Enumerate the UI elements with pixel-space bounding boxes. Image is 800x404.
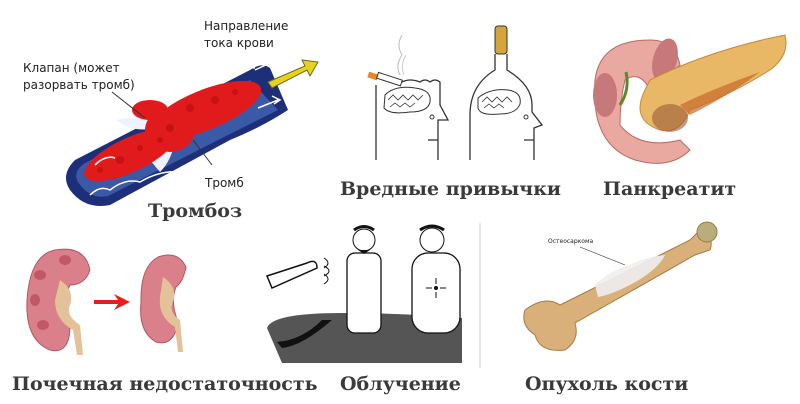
- kidney-failure-title: Почечная недостаточность: [12, 373, 318, 395]
- red-arrow-icon: [94, 294, 130, 310]
- pancreas-illustration: [593, 34, 787, 164]
- valve-label: Клапан (может разорвать тромб): [23, 61, 135, 92]
- bottle-head-icon: [469, 25, 544, 160]
- vein-thrombus-illustration: [66, 57, 319, 206]
- thrombosis-panel: Клапан (может разорвать тромб) Направлен…: [0, 0, 340, 230]
- clot-label: Тромб: [205, 176, 244, 190]
- bone-tumor-panel: Остеосаркома Опухоль кости: [490, 210, 800, 404]
- pancreatitis-panel: Панкреатит: [560, 10, 800, 220]
- radiation-title: Облучение: [340, 373, 461, 395]
- osteosarcoma-label: Остеосаркома: [548, 238, 594, 245]
- bad-habits-panel: Вредные привычки: [340, 20, 562, 220]
- bone-tumor-title: Опухоль кости: [525, 373, 689, 395]
- damaged-kidney-icon: [140, 254, 187, 352]
- radiation-panel: Облучение: [250, 210, 500, 404]
- kidney-failure-panel: Почечная недостаточность: [0, 220, 318, 404]
- femur-osteosarcoma-illustration: [523, 221, 718, 351]
- healthy-kidney-icon: [26, 248, 91, 355]
- cigarette-head-icon: [367, 34, 450, 160]
- pancreatitis-title: Панкреатит: [603, 178, 737, 200]
- thrombosis-title: Тромбоз: [148, 200, 243, 222]
- radiation-cartoon: [265, 223, 481, 368]
- bad-habits-title: Вредные привычки: [340, 178, 562, 200]
- blood-flow-label: Направление тока крови: [204, 19, 289, 50]
